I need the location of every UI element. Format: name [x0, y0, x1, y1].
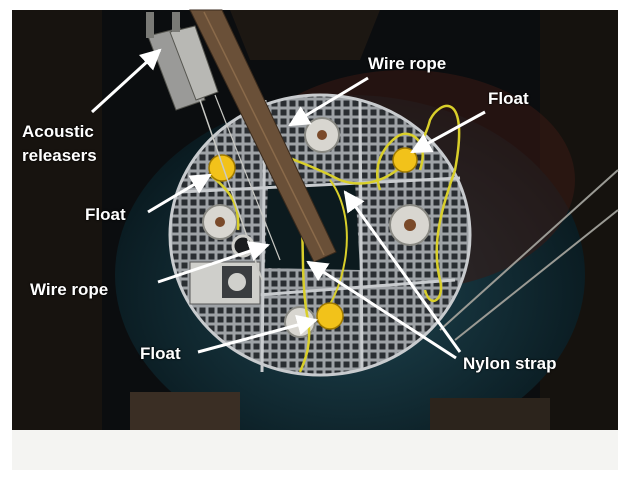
- pole-grain: [203, 11, 325, 256]
- label-wire-rope-top: Wire rope: [368, 54, 447, 73]
- label-float-bottom: Float: [140, 344, 181, 363]
- instrument-disc-core: [215, 217, 225, 227]
- label-acoustic-releasers-line1: Acoustic: [22, 122, 94, 141]
- label-nylon-strap: Nylon strap: [463, 354, 557, 373]
- arrow-float-left: [147, 173, 212, 214]
- shaft-floor-right: [430, 398, 550, 432]
- instrument-gauge: [228, 273, 246, 291]
- label-float-top-right: Float: [488, 89, 529, 108]
- acoustic-releaser-housing: [169, 25, 219, 101]
- arrow-wire-rope-top: [288, 76, 369, 127]
- float-buoy: [392, 147, 418, 173]
- arrow-nylon-strap-1: [343, 190, 462, 353]
- arrow-wire-rope-left: [157, 241, 270, 284]
- shaft-floor-left: [130, 392, 240, 432]
- instrument-disc-core: [404, 219, 416, 231]
- guide-cable: [454, 209, 619, 341]
- acoustic-releaser-housing: [147, 27, 206, 111]
- arrow-nylon-strap-2: [306, 260, 457, 360]
- lifting-chain: [172, 12, 180, 32]
- label-wire-rope-left: Wire rope: [30, 280, 109, 299]
- label-acoustic-releasers-line2: releasers: [22, 146, 97, 165]
- label-float-left: Float: [85, 205, 126, 224]
- arrow-float-top-right: [410, 110, 486, 154]
- arrow-acoustic-releasers: [90, 48, 162, 114]
- platform-beam: [358, 99, 364, 371]
- float-buoy: [208, 154, 236, 182]
- wire-rope-line: [214, 94, 281, 261]
- lifting-chain: [146, 12, 154, 38]
- wooden-pole: [189, 9, 337, 263]
- instrument-disc-core: [317, 130, 327, 140]
- shaft-beam-top: [230, 10, 380, 60]
- arrow-float-bottom: [197, 314, 319, 354]
- float-buoy: [316, 302, 344, 330]
- guide-cable: [439, 169, 619, 331]
- bottom-margin: [12, 430, 618, 470]
- yellow-cable: [249, 104, 461, 303]
- shaft-wall-left: [12, 10, 102, 430]
